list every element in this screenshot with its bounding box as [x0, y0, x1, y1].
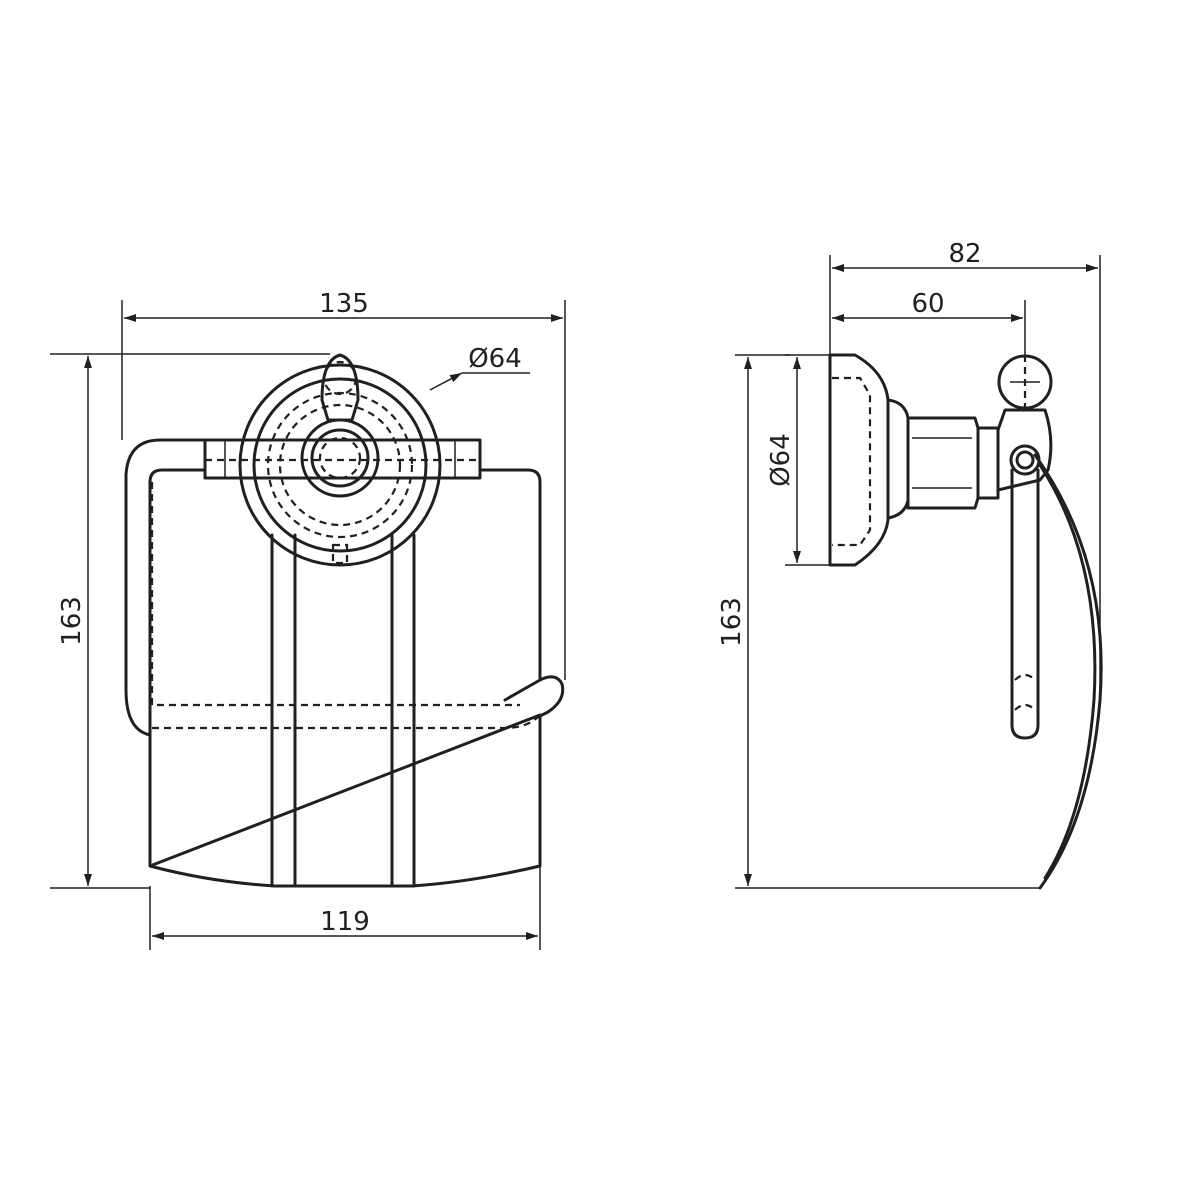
side-dimensions: 82 60 Ø64 163 [717, 239, 1101, 889]
dim-width-bottom-label: 119 [320, 907, 370, 937]
side-view [828, 353, 1103, 890]
central-knob-inner [310, 428, 370, 488]
dim-height-side-label: 163 [717, 597, 747, 647]
cover-side-flap [124, 438, 207, 737]
dim-rosette-side-label: Ø64 [766, 433, 796, 487]
rosette-outer [238, 363, 442, 567]
dim-depth-axis-label: 60 [911, 289, 944, 319]
pivot-hole-inner [1015, 450, 1035, 470]
front-dimensions: 135 163 119 Ø64 [50, 289, 566, 950]
rosette-hidden-2 [278, 403, 402, 527]
roll-arm-end [503, 675, 565, 718]
central-knob-hidden [318, 436, 362, 480]
wall-plate [828, 353, 890, 567]
cover-outline [148, 468, 542, 888]
dim-depth-total-label: 82 [948, 239, 981, 269]
bottom-clip [331, 543, 349, 565]
hidden-roll-outline [150, 482, 541, 730]
pivot-block [996, 408, 1053, 492]
rosette-ring [252, 377, 428, 553]
cover-curve-inner [1038, 463, 1097, 880]
wall-plate-hidden [832, 376, 872, 547]
hex-body [906, 416, 980, 510]
front-view [124, 353, 565, 888]
hanging-arm [1010, 468, 1040, 740]
dim-height-front-label: 163 [57, 596, 87, 646]
hanging-arm-hidden [1014, 673, 1036, 711]
top-finial-ball [322, 360, 358, 396]
rosette-hidden-1 [266, 391, 414, 539]
neck [886, 398, 910, 520]
dim-width-top-label: 135 [319, 289, 369, 319]
pivot-hole-outer [1009, 444, 1041, 476]
leader-rosette [429, 372, 463, 391]
dim-rosette-label: Ø64 [468, 344, 522, 374]
hex-nut [976, 426, 1000, 500]
